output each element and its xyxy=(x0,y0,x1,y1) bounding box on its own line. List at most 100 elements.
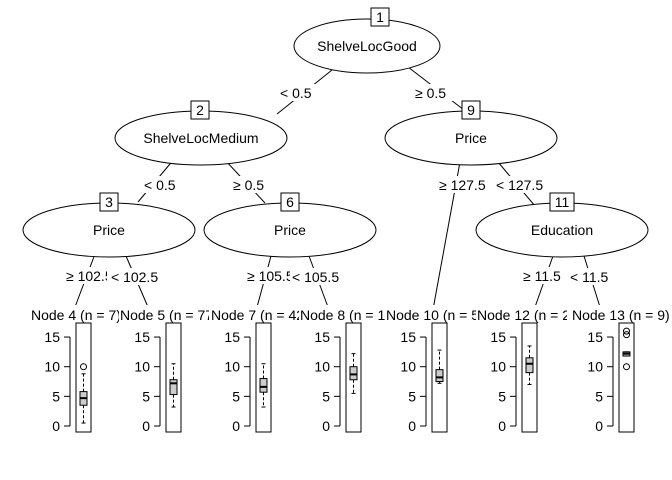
y-tick-label: 0 xyxy=(595,418,603,434)
edge-label: ≥ 105.5 xyxy=(244,267,294,284)
edge-label: < 105.5 xyxy=(290,268,350,285)
edge-label-text: < 102.5 xyxy=(111,269,158,285)
edge-label: < 0.5 xyxy=(275,84,319,101)
terminal-node-label: Node 5 (n = 77) xyxy=(120,307,218,323)
y-tick-label: 5 xyxy=(322,388,330,404)
node-label: Education xyxy=(531,222,593,238)
y-tick-label: 5 xyxy=(52,388,60,404)
y-tick-label: 15 xyxy=(224,329,240,345)
y-tick-label: 10 xyxy=(134,359,150,375)
edge-label: < 102.5 xyxy=(108,268,168,285)
outlier-point xyxy=(80,363,87,371)
boxplot-panel: 0 5 10 15 xyxy=(400,322,448,434)
boxplot-panel: 0 5 10 15 xyxy=(490,322,538,434)
outlier-point xyxy=(623,363,630,371)
node-id: 1 xyxy=(376,9,384,25)
terminal-node-header: Node 12 (n = 21) xyxy=(476,305,582,323)
node-id: 11 xyxy=(555,194,570,210)
edge-label-text: < 105.5 xyxy=(292,269,339,285)
edge-label: < 127.5 xyxy=(493,176,551,193)
outlier-point xyxy=(623,327,630,335)
y-tick-label: 10 xyxy=(44,359,60,375)
y-tick-label: 0 xyxy=(408,418,416,434)
boxplot-panel: 0 5 10 15 xyxy=(587,322,635,434)
y-tick-label: 0 xyxy=(52,418,60,434)
y-tick-label: 15 xyxy=(44,329,60,345)
edge-label-text: ≥ 0.5 xyxy=(415,85,446,101)
terminal-node-label: Node 13 (n = 9) xyxy=(572,307,670,323)
y-tick-label: 0 xyxy=(232,418,240,434)
edge-label: ≥ 0.5 xyxy=(411,84,455,101)
edge-label-text: < 0.5 xyxy=(144,177,176,193)
iqr-box xyxy=(349,366,358,381)
y-tick-label: 15 xyxy=(490,329,506,345)
terminal-node-header: Node 4 (n = 7) xyxy=(30,305,121,323)
terminal-node-label: Node 8 (n = 113) xyxy=(300,307,404,323)
edge-label-text: ≥ 105.5 xyxy=(247,268,294,284)
edge-label-text: ≥ 127.5 xyxy=(439,177,486,193)
inner-node: Price 9 xyxy=(384,100,558,166)
panel-frame xyxy=(255,322,272,433)
terminal-node-label: Node 10 (n = 51) xyxy=(386,307,491,323)
edge-label: < 11.5 xyxy=(567,268,615,285)
node-id: 6 xyxy=(286,194,294,210)
panel-frame xyxy=(521,322,538,433)
inner-node: ShelveLocMedium 2 xyxy=(114,100,288,166)
y-tick-label: 10 xyxy=(490,359,506,375)
node-id: 9 xyxy=(467,102,475,118)
y-tick-label: 0 xyxy=(142,418,150,434)
edge-label-text: ≥ 102.5 xyxy=(66,268,113,284)
edge-label: ≥ 127.5 xyxy=(437,176,486,193)
outlier-point xyxy=(623,331,630,339)
y-tick-label: 15 xyxy=(134,329,150,345)
boxplot-panels: 0510150510150510150510150510150510150510… xyxy=(44,322,635,434)
y-tick-label: 10 xyxy=(314,359,330,375)
edge-label: ≥ 0.5 xyxy=(229,176,271,193)
iqr-box xyxy=(259,378,268,393)
y-tick-label: 0 xyxy=(498,418,506,434)
edge-label-text: ≥ 11.5 xyxy=(523,268,561,284)
y-tick-label: 0 xyxy=(322,418,330,434)
boxplot-panel: 0 5 10 15 xyxy=(44,322,92,434)
y-tick-label: 15 xyxy=(587,329,603,345)
node-label: Price xyxy=(274,222,306,238)
edge-label: ≥ 102.5 xyxy=(63,267,113,284)
panel-frame xyxy=(345,322,362,433)
y-tick-label: 15 xyxy=(400,329,416,345)
inner-node: Price 6 xyxy=(203,192,377,258)
node-label: ShelveLocGood xyxy=(317,38,417,54)
y-tick-label: 5 xyxy=(498,388,506,404)
terminal-node-header: Node 13 (n = 9) xyxy=(571,305,672,323)
terminal-node-header: Node 5 (n = 77) xyxy=(119,305,218,323)
y-tick-label: 10 xyxy=(224,359,240,375)
iqr-box xyxy=(525,357,534,374)
y-tick-label: 5 xyxy=(595,388,603,404)
terminal-node-label: Node 4 (n = 7) xyxy=(31,307,121,323)
y-tick-label: 10 xyxy=(400,359,416,375)
node-label: Price xyxy=(455,130,487,146)
node-label: Price xyxy=(93,222,125,238)
edge-label: ≥ 11.5 xyxy=(520,267,566,284)
inner-node: Education 11 xyxy=(475,192,649,258)
panel-frame xyxy=(165,322,182,433)
panel-frame xyxy=(618,322,635,433)
edge-label-text: < 11.5 xyxy=(570,269,608,285)
inner-node: ShelveLocGood 1 xyxy=(293,7,441,74)
terminal-node-header: Node 10 (n = 51) xyxy=(385,305,491,323)
iqr-box xyxy=(169,379,178,396)
edge-label-text: < 127.5 xyxy=(496,177,543,193)
terminal-node-label: Node 7 (n = 42) xyxy=(211,307,309,323)
iqr-box xyxy=(435,369,444,383)
node-id: 3 xyxy=(105,194,113,210)
y-tick-label: 10 xyxy=(587,359,603,375)
y-tick-label: 5 xyxy=(408,388,416,404)
terminal-node-header: Node 7 (n = 42) xyxy=(209,305,309,323)
edge-label-text: ≥ 0.5 xyxy=(233,177,264,193)
edge-label: < 0.5 xyxy=(140,176,182,193)
edge-label-text: < 0.5 xyxy=(280,85,312,101)
terminal-node-label: Node 12 (n = 21) xyxy=(477,307,582,323)
